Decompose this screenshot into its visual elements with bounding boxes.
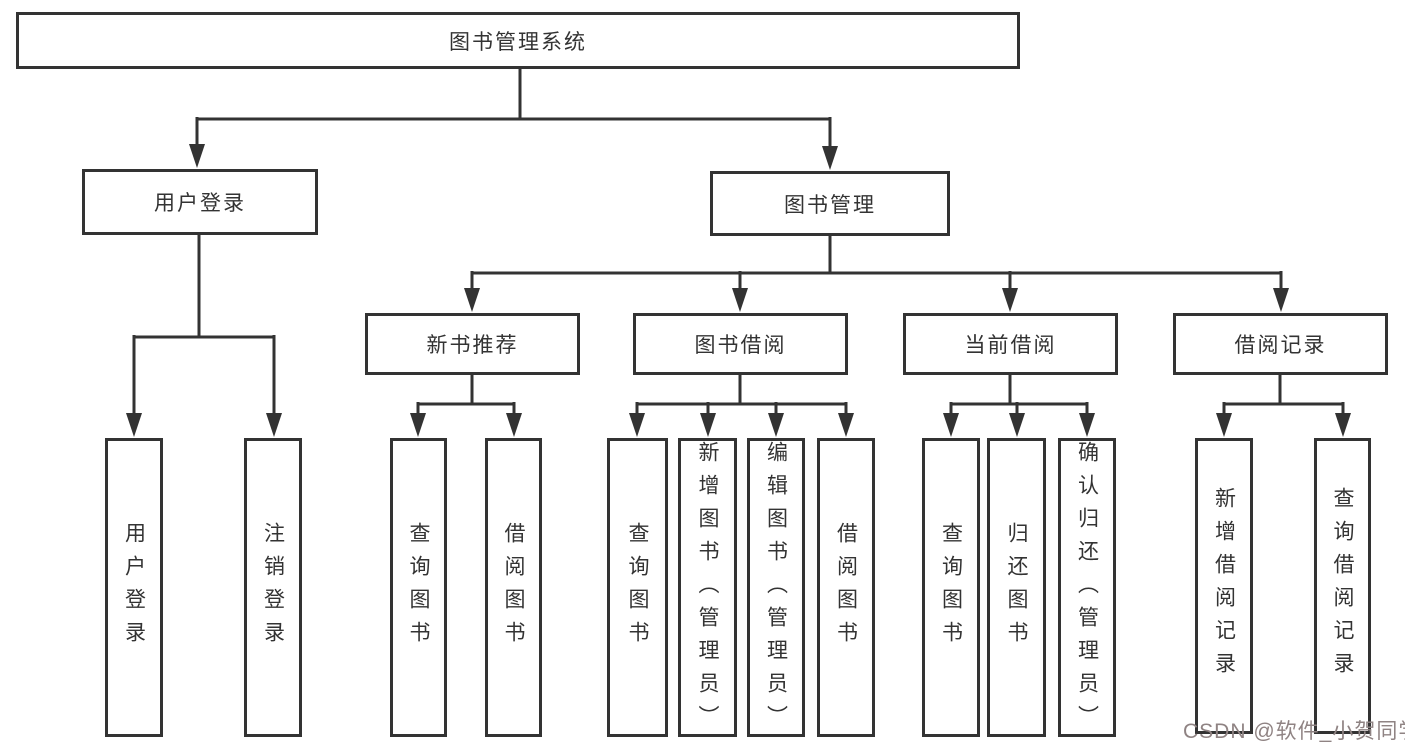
leaf-query-books-recommend: 查询图书 <box>390 438 447 737</box>
leaf-logout: 注销登录 <box>244 438 302 737</box>
node-book-borrow: 图书借阅 <box>633 313 848 375</box>
node-new-book-recommend: 新书推荐 <box>365 313 580 375</box>
leaf-add-books-admin: 新增图书（管理员） <box>678 438 737 738</box>
leaf-add-borrow-record: 新增借阅记录 <box>1195 438 1253 734</box>
node-user-login: 用户登录 <box>82 169 318 235</box>
node-current-borrow: 当前借阅 <box>903 313 1118 375</box>
node-library-management-system: 图书管理系统 <box>16 12 1020 69</box>
leaf-borrow-books: 借阅图书 <box>817 438 875 737</box>
arrowheads <box>126 144 1351 437</box>
leaf-borrow-books-recommend: 借阅图书 <box>485 438 542 737</box>
leaf-confirm-return-admin: 确认归还（管理员） <box>1058 438 1116 738</box>
leaf-edit-books-admin: 编辑图书（管理员） <box>747 438 805 738</box>
node-book-management: 图书管理 <box>710 171 950 236</box>
leaf-return-books: 归还图书 <box>987 438 1046 737</box>
connector-paths <box>132 69 1345 416</box>
csdn-watermark: CSDN @软件_小贺同学 <box>1183 720 1405 743</box>
leaf-query-books-borrow: 查询图书 <box>607 438 668 737</box>
leaf-query-books-current: 查询图书 <box>922 438 980 737</box>
node-borrow-records: 借阅记录 <box>1173 313 1388 375</box>
leaf-query-borrow-record: 查询借阅记录 <box>1314 438 1371 734</box>
leaf-user-login: 用户登录 <box>105 438 163 737</box>
